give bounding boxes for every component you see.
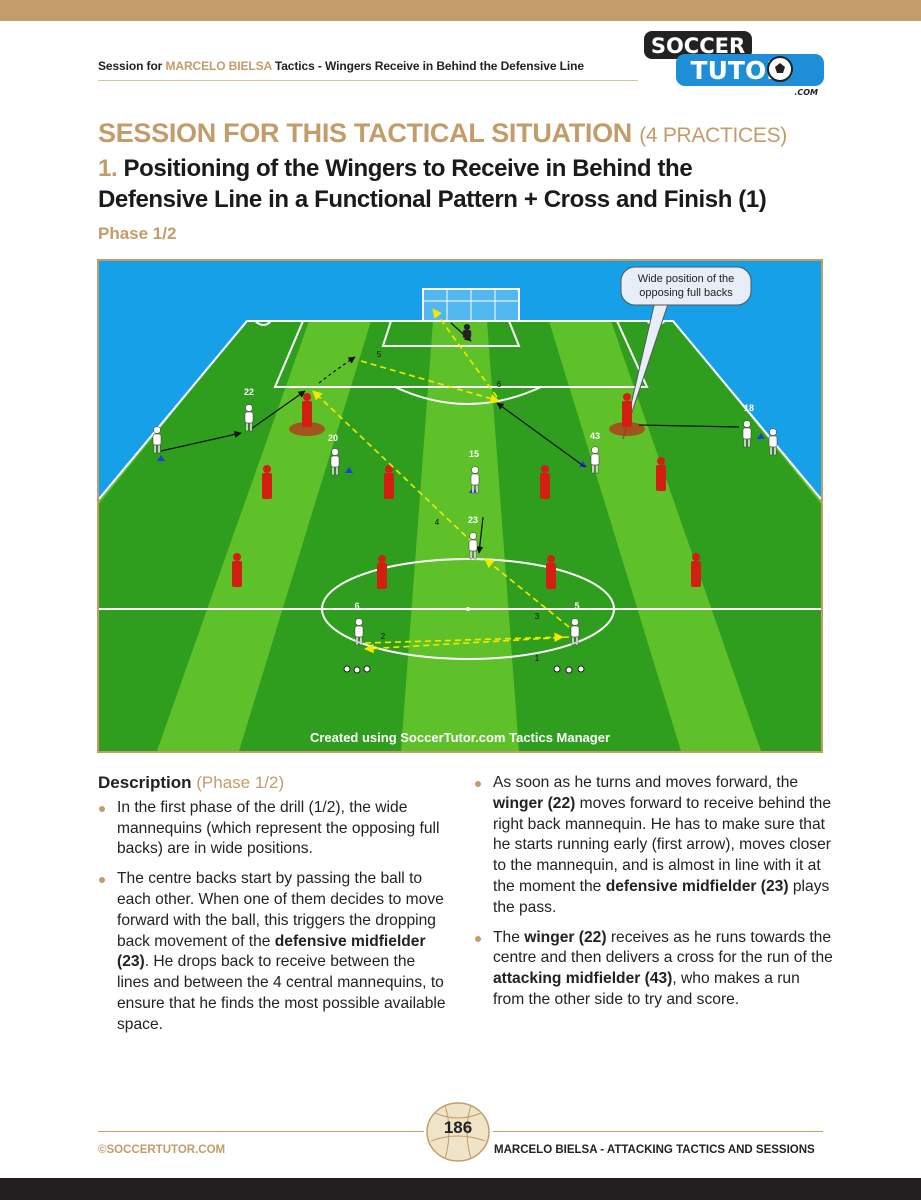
header-coach-name: MARCELO BIELSA (165, 59, 272, 73)
description-bullet: The centre backs start by passing the ba… (98, 869, 448, 1035)
arrow-step-label: 1 (535, 654, 540, 663)
player (330, 448, 340, 476)
player (570, 618, 580, 646)
bottom-decorative-bar (0, 1178, 921, 1200)
footer-divider-left (98, 1131, 424, 1132)
mannequin (384, 465, 394, 499)
description-bullet: The winger (22) receives as he runs towa… (474, 928, 834, 1011)
session-title-sub: (4 PRACTICES) (639, 124, 788, 147)
running-header: Session for MARCELO BIELSA Tactics - Win… (98, 59, 584, 73)
footer-divider-right (493, 1131, 823, 1132)
player (152, 426, 162, 454)
player (768, 428, 778, 456)
soccertutor-logo: SOCCER TUTOR .COM (644, 31, 824, 97)
arrow-step-label: 4 (435, 518, 440, 527)
mannequin (691, 553, 701, 587)
player-number-label: 22 (244, 387, 254, 397)
player-number-label: 20 (328, 433, 338, 443)
practice-title: 1. Positioning of the Wingers to Receive… (98, 155, 767, 213)
tactics-diagram: Wide position of the opposing full backs (97, 259, 823, 753)
player (470, 466, 480, 494)
balls (343, 665, 585, 674)
player-number-label: 15 (469, 449, 479, 459)
mannequin (232, 553, 242, 587)
callout-bubble: Wide position of the opposing full backs (620, 266, 752, 440)
mannequin (546, 555, 556, 589)
footer-copyright: ©SOCCERTUTOR.COM (98, 1144, 226, 1156)
player (244, 404, 254, 432)
arrow-step-label: 2 (381, 632, 386, 641)
mannequin (302, 393, 312, 427)
mannequin (656, 457, 666, 491)
player (590, 446, 600, 474)
mannequins (232, 393, 701, 589)
player-number-labels: 22 20 15 23 43 18 6 5 (244, 387, 754, 611)
session-title: SESSION FOR THIS TACTICAL SITUATION (4 P… (98, 118, 788, 148)
player-number-label: 5 (574, 601, 579, 611)
phase-label: Phase 1/2 (98, 224, 177, 243)
description-bullet: In the first phase of the drill (1/2), t… (98, 798, 448, 860)
svg-text:.COM: .COM (794, 88, 818, 97)
footer-book-title: MARCELO BIELSA - ATTACKING TACTICS AND S… (494, 1144, 815, 1156)
mannequin (540, 465, 550, 499)
player-number-label: 43 (590, 431, 600, 441)
description-bullet: As soon as he turns and moves forward, t… (474, 773, 834, 919)
mannequin (262, 465, 272, 499)
practice-number: 1. (98, 155, 118, 182)
players (152, 323, 778, 646)
arrow-step-label: 6 (497, 380, 502, 389)
header-divider (98, 80, 638, 81)
arrow-step-label: 5 (377, 350, 382, 359)
pitch-surface (99, 321, 821, 751)
player (468, 532, 478, 560)
player-number-label: 18 (744, 403, 754, 413)
player (742, 420, 752, 448)
arrow-step-label: 3 (535, 612, 540, 621)
description-right-column: As soon as he turns and moves forward, t… (474, 773, 834, 1020)
top-decorative-bar (0, 0, 921, 21)
player (354, 618, 364, 646)
description-left-column: Description (Phase 1/2) In the first pha… (98, 773, 448, 1045)
mannequin (622, 393, 632, 427)
description-title: Description (Phase 1/2) (98, 773, 285, 792)
mannequin (377, 555, 387, 589)
page-number-ball-icon (426, 1102, 490, 1162)
player-number-label: 6 (354, 601, 359, 611)
diagram-caption: Created using SoccerTutor.com Tactics Ma… (309, 730, 611, 745)
player-number-label: 23 (468, 515, 478, 525)
svg-text:opposing full backs: opposing full backs (639, 287, 733, 299)
goalkeeper (462, 323, 472, 339)
pitch-svg: Wide position of the opposing full backs (99, 266, 821, 751)
arrow-step-labels: 1 2 3 4 5 6 (377, 350, 540, 663)
page-number: 186 (443, 1118, 473, 1137)
svg-text:Wide position of the: Wide position of the (638, 273, 735, 285)
pass-arrows (312, 308, 570, 654)
